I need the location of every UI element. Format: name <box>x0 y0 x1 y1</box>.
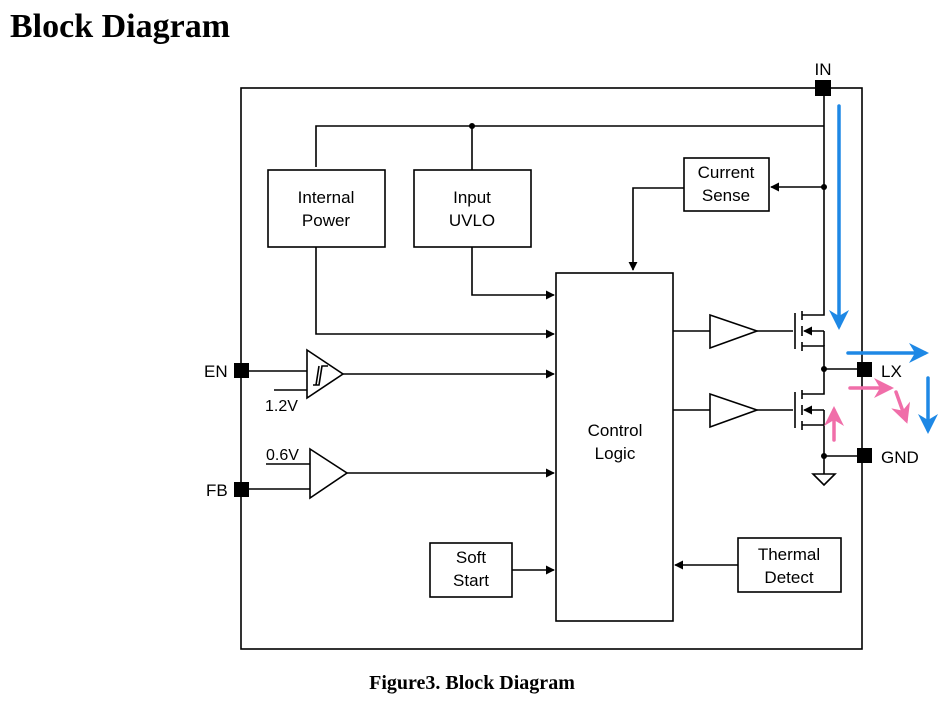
fb-error-amplifier <box>309 447 349 500</box>
page-title: Block Diagram <box>10 8 231 45</box>
low-side-mosfet <box>794 390 825 456</box>
soft-start-block: Soft Start <box>429 542 513 598</box>
svg-text:1.2V: 1.2V <box>265 398 298 415</box>
high-side-gate-driver <box>709 313 760 350</box>
svg-text:Soft: Soft <box>456 548 487 567</box>
svg-text:IN: IN <box>815 60 832 79</box>
low-side-gate-driver <box>709 392 760 429</box>
svg-text:EN: EN <box>204 362 228 381</box>
svg-text:GND: GND <box>881 448 919 467</box>
svg-text:Start: Start <box>453 571 489 590</box>
svg-text:Detect: Detect <box>764 568 813 587</box>
lx-pin <box>857 362 872 377</box>
svg-text:0.6V: 0.6V <box>266 447 299 464</box>
high-side-mosfet <box>794 306 825 366</box>
svg-text:Internal: Internal <box>298 188 355 207</box>
gnd-pin <box>857 448 872 463</box>
svg-text:LX: LX <box>881 362 902 381</box>
svg-text:Power: Power <box>302 211 351 230</box>
svg-text:Input: Input <box>453 188 491 207</box>
ground-symbol <box>811 473 837 487</box>
junction-dot <box>821 366 827 372</box>
in-pin <box>815 80 831 96</box>
current-path-pink <box>824 378 911 442</box>
svg-text:FB: FB <box>206 481 228 500</box>
thermal-detect-block: Thermal Detect <box>737 537 842 593</box>
svg-text:Thermal: Thermal <box>758 545 820 564</box>
current-path-blue <box>829 104 938 434</box>
svg-text:Sense: Sense <box>702 186 750 205</box>
svg-text:Logic: Logic <box>595 444 636 463</box>
current-sense-block: Current Sense <box>683 157 770 212</box>
input-uvlo-block: Input UVLO <box>413 169 532 248</box>
en-hysteresis-comparator <box>306 348 345 400</box>
supply-rail <box>315 125 824 167</box>
control-logic-block: Control Logic <box>555 272 674 622</box>
figure-caption: Figure3. Block Diagram <box>369 672 575 694</box>
svg-text:UVLO: UVLO <box>449 211 495 230</box>
svg-text:Current: Current <box>698 163 755 182</box>
en-pin <box>234 363 249 378</box>
svg-text:Control: Control <box>588 421 643 440</box>
internal-power-block: Internal Power <box>267 169 386 248</box>
fb-pin <box>234 482 249 497</box>
junction-dot <box>469 123 475 129</box>
